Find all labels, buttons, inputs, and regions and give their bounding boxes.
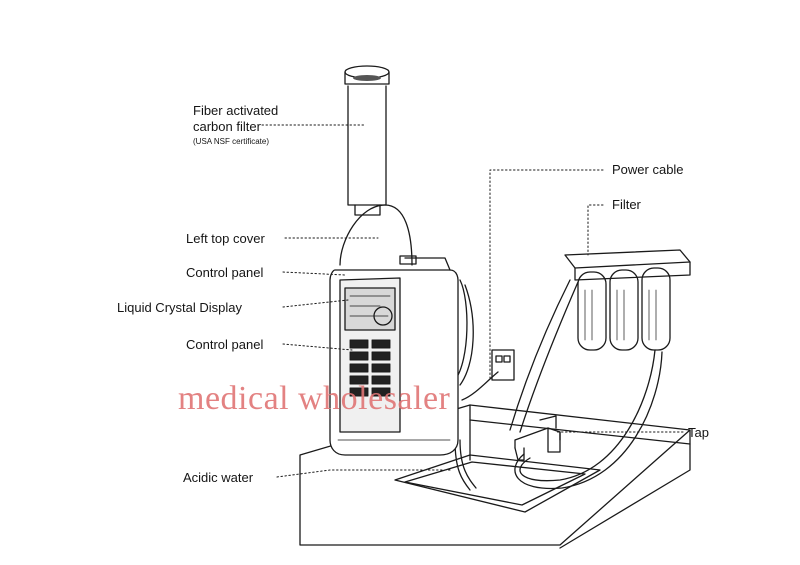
label-fiber-filter-note: (USA NSF certificate) (193, 137, 270, 146)
label-tap: Tap (688, 425, 709, 440)
leader-lines (261, 124, 684, 478)
tap-faucet (514, 415, 561, 461)
power-outlet (461, 349, 515, 401)
label-acidic-water: Acidic water (183, 470, 254, 485)
keypad (349, 339, 391, 397)
label-lcd: Liquid Crystal Display (117, 300, 242, 315)
label-power-cable: Power cable (612, 162, 684, 177)
ionizer-unit (329, 204, 459, 456)
label-filter: Filter (612, 197, 641, 212)
label-fiber-filter-line1: Fiber activated (193, 103, 279, 118)
label-fiber-filter-line2: carbon filter (193, 119, 261, 134)
label-left-top-cover: Left top cover (186, 231, 265, 246)
triple-filter (564, 249, 691, 351)
watermark: medical wholesaler (178, 380, 451, 417)
carbon-filter-cartridge (344, 65, 390, 216)
label-control-panel-top: Control panel (186, 265, 264, 280)
label-control-panel-bottom: Control panel (186, 337, 264, 352)
